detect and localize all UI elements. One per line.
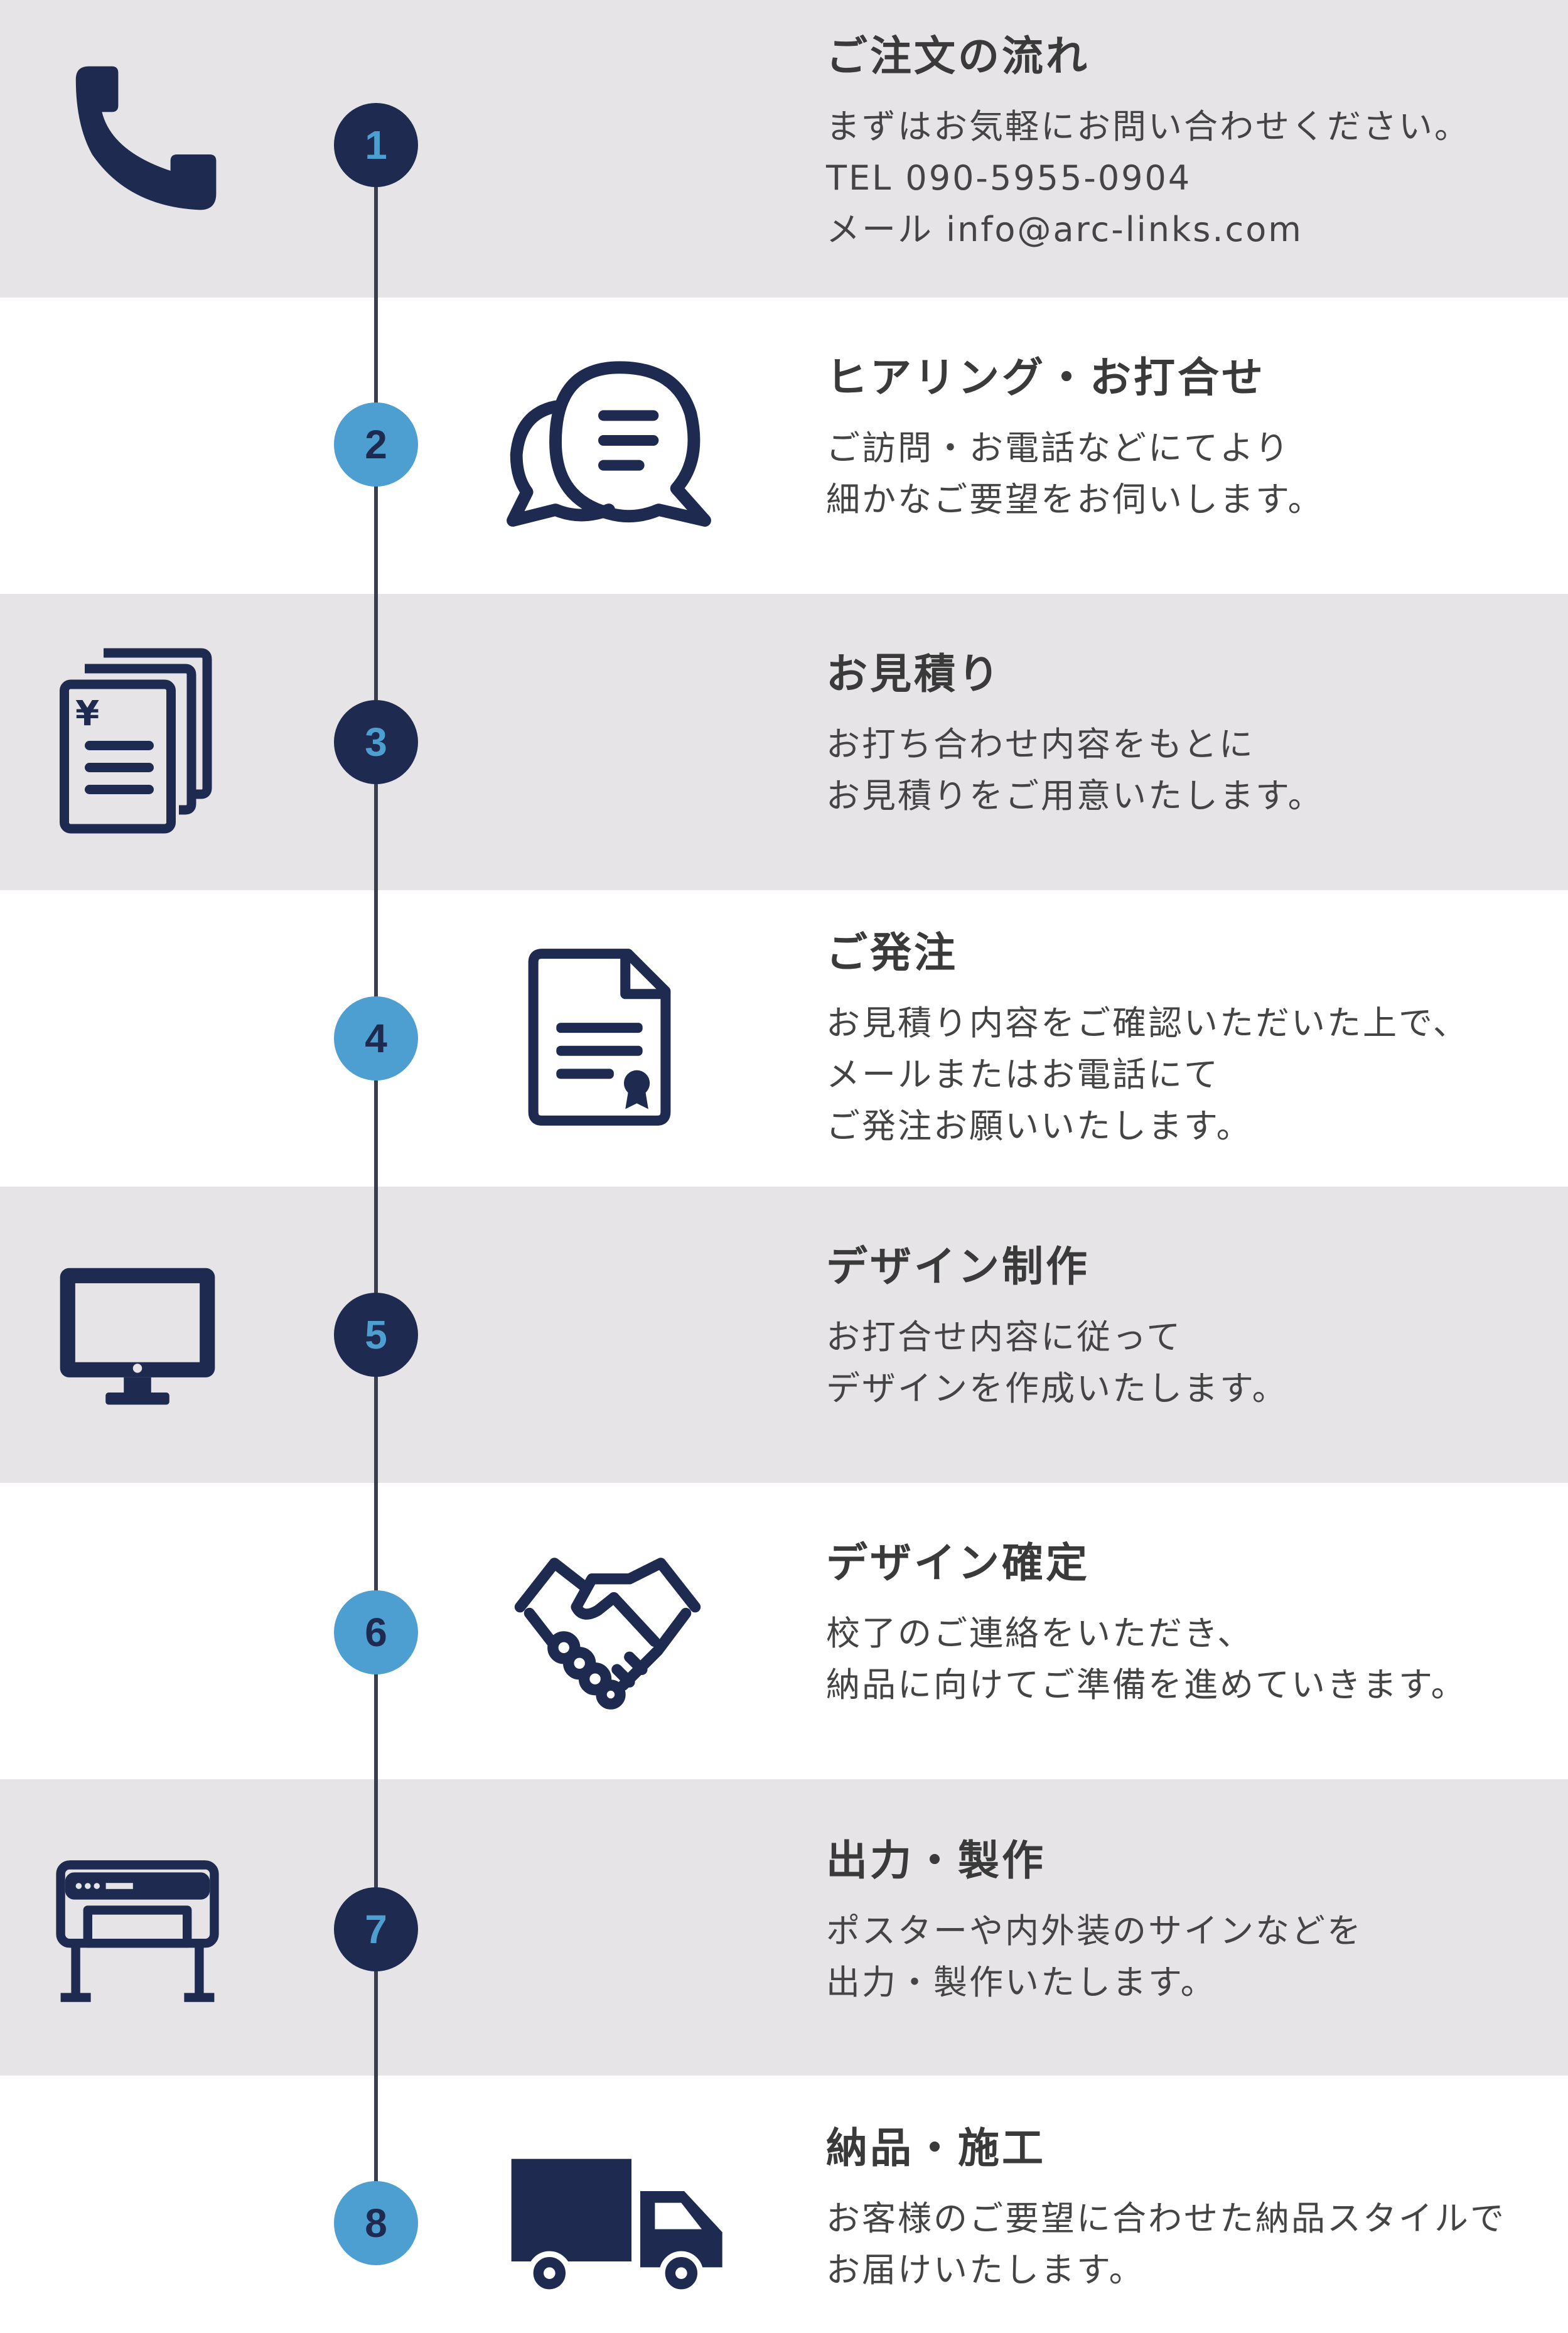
step-number-7: 7: [334, 1887, 418, 1971]
step-7-text: 出力・製作 ポスターや内外装のサインなどを 出力・製作いたします。: [826, 1836, 1548, 2008]
step-band: [0, 890, 1568, 1188]
step-description-line: お客様のご要望に合わせた納品スタイルで: [826, 2199, 1506, 2239]
step-description-line: お見積りをご用意いたします。: [826, 776, 1324, 816]
step-title: ご発注: [826, 929, 958, 977]
chat-bubbles-icon: [502, 355, 716, 537]
step-6-text: デザイン確定 校了のご連絡をいただき、 納品に向けてご準備を進めていきます。: [826, 1538, 1548, 1711]
step-description-line: ご訪問・お電話などにてより: [826, 428, 1291, 468]
step-band: [0, 1483, 1568, 1781]
step-8-text: 納品・施工 お客様のご要望に合わせた納品スタイルで お届けいたします。: [826, 2123, 1548, 2296]
step-title: ご注文の流れ: [826, 32, 1090, 80]
step-2-text: ヒアリング・お打合せ ご訪問・お電話などにてより 細かなご要望をお伺いします。: [826, 353, 1548, 525]
step-title: 出力・製作: [826, 1836, 1046, 1885]
step-title: ヒアリング・お打合せ: [826, 353, 1265, 402]
step-description-line: 細かなご要望をお伺いします。: [826, 480, 1324, 520]
step-number-2: 2: [334, 402, 418, 487]
step-4-text: ご発注 お見積り内容をご確認いただいた上で、 メールまたはお電話にて ご発注お願…: [826, 928, 1548, 1152]
step-band: [0, 298, 1568, 595]
step-1-text: ご注文の流れ まずはお気軽にお問い合わせください。 TEL 090-5955-0…: [826, 31, 1548, 256]
certificate-document-icon: [527, 948, 672, 1126]
truck-icon: [508, 2152, 728, 2300]
step-number-1: 1: [334, 103, 418, 187]
estimate-documents-icon: ¥: [56, 647, 213, 835]
svg-text:¥: ¥: [75, 693, 99, 733]
step-description-line: ポスターや内外装のサインなどを: [826, 1911, 1363, 1951]
step-description-line: 出力・製作いたします。: [826, 1963, 1216, 2003]
step-description-line: お打合せ内容に従って: [826, 1317, 1183, 1357]
step-title: デザイン制作: [826, 1242, 1090, 1291]
step-description-line: お届けいたします。: [826, 2250, 1145, 2290]
step-description-line: お見積り内容をご確認いただいた上で、: [826, 1003, 1469, 1043]
step-title: 納品・施工: [826, 2124, 1046, 2172]
step-band: [0, 1779, 1568, 2077]
step-band: [0, 2076, 1568, 2333]
step-description-line: 校了のご連絡をいただき、: [826, 1614, 1254, 1654]
handshake-icon: [513, 1544, 702, 1710]
step-5-text: デザイン制作 お打合せ内容に従って デザインを作成いたします。: [826, 1242, 1548, 1414]
step-description-line: メール info@arc-links.com: [826, 210, 1303, 250]
step-band: [0, 594, 1568, 892]
step-description-line: ご発注お願いいたします。: [826, 1106, 1252, 1146]
step-number-3: 3: [334, 700, 418, 784]
step-description-line: TEL 090-5955-0904: [826, 158, 1192, 198]
step-number-5: 5: [334, 1293, 418, 1377]
step-band: [0, 1187, 1568, 1484]
monitor-icon: [54, 1261, 221, 1415]
step-number-4: 4: [334, 996, 418, 1080]
step-number-6: 6: [334, 1590, 418, 1674]
step-description-line: メールまたはお電話にて: [826, 1055, 1220, 1095]
step-title: お見積り: [826, 650, 1002, 698]
printer-icon: [54, 1856, 221, 2007]
step-description-line: お打ち合わせ内容をもとに: [826, 725, 1255, 765]
step-title: デザイン確定: [826, 1539, 1090, 1587]
timeline-line: [374, 144, 378, 2229]
step-number-8: 8: [334, 2181, 418, 2265]
step-description-line: デザインを作成いたします。: [826, 1369, 1288, 1409]
step-description-line: まずはお気軽にお問い合わせください。: [826, 107, 1470, 147]
step-band: [0, 0, 1568, 298]
step-description-line: 納品に向けてご準備を進めていきます。: [826, 1665, 1467, 1705]
step-3-text: お見積り お打ち合わせ内容をもとに お見積りをご用意いたします。: [826, 649, 1548, 822]
phone-icon: [63, 57, 226, 220]
